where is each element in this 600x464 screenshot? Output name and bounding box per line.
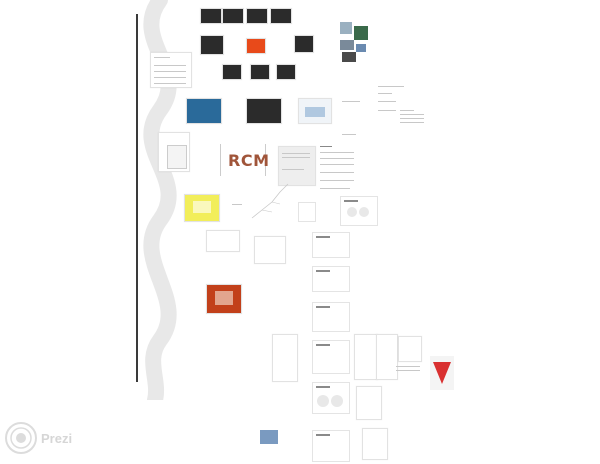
document-slide[interactable] (376, 334, 398, 380)
photo-slide[interactable] (298, 98, 332, 124)
collage-image[interactable] (340, 40, 354, 50)
photo-thumbnail[interactable] (246, 8, 268, 24)
photo-thumbnail[interactable] (276, 64, 296, 80)
book-cover[interactable] (186, 98, 222, 124)
text-slide[interactable] (312, 302, 350, 332)
chart-slide[interactable] (254, 236, 286, 264)
photo-thumbnail[interactable] (246, 38, 266, 54)
people-grid-slide[interactable] (354, 334, 378, 380)
text-slide[interactable] (150, 52, 192, 88)
content-frame[interactable] (278, 146, 316, 186)
text-slide[interactable] (312, 266, 350, 292)
collage-image[interactable] (342, 52, 356, 62)
prezi-logo-icon (5, 422, 37, 454)
photo-thumbnail[interactable] (200, 35, 224, 55)
people-grid-slide[interactable] (272, 334, 298, 382)
photo-slide[interactable] (206, 284, 242, 314)
text-slide[interactable] (312, 430, 350, 462)
collage-image[interactable] (356, 44, 366, 52)
text-slide[interactable] (312, 340, 350, 374)
scatter-slide[interactable] (206, 230, 240, 252)
title-frame (220, 144, 266, 176)
rcm-title[interactable]: RCM (228, 151, 270, 170)
photo-thumbnail[interactable] (222, 64, 242, 80)
photo-thumbnail[interactable] (250, 64, 270, 80)
collage-image[interactable] (340, 22, 352, 34)
document-slide[interactable] (158, 132, 190, 172)
map-image[interactable] (184, 194, 220, 222)
tree-diagram (251, 183, 289, 219)
document-slide[interactable] (362, 428, 388, 460)
collage-image[interactable] (354, 26, 368, 40)
document-slide[interactable] (356, 386, 382, 420)
prezi-wordmark: Prezi (41, 430, 73, 446)
photo-thumbnail[interactable] (270, 8, 292, 24)
funnel-icon[interactable] (430, 356, 454, 390)
text-slide[interactable] (312, 232, 350, 258)
photo-thumbnail[interactable] (200, 8, 222, 24)
venn-slide[interactable] (340, 196, 378, 226)
timeline-axis (136, 14, 138, 382)
group-photo[interactable] (260, 430, 278, 444)
photo-slide[interactable] (398, 336, 422, 362)
photo-thumbnail[interactable] (222, 8, 244, 24)
photo-thumbnail[interactable] (294, 35, 314, 53)
screenshot-slide[interactable] (246, 98, 282, 124)
mini-slide[interactable] (298, 202, 316, 222)
prezi-logo[interactable]: Prezi (4, 421, 72, 455)
venn-slide[interactable] (312, 382, 350, 414)
